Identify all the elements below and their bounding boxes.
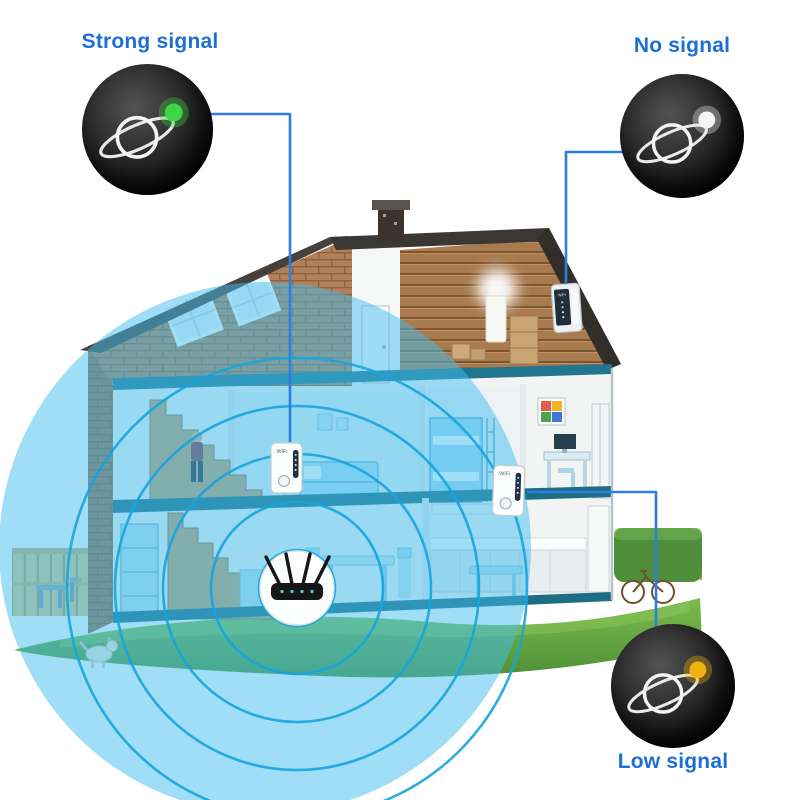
right-hedge bbox=[614, 528, 702, 582]
wifi-router bbox=[259, 550, 335, 626]
signal-ring bbox=[209, 500, 385, 676]
signal-ring bbox=[113, 404, 481, 772]
repeater-brand-text: WiFi bbox=[558, 292, 566, 298]
wifi-repeater-1: WiFi bbox=[270, 442, 303, 494]
no-signal-indicator bbox=[620, 74, 744, 198]
wall-art bbox=[537, 397, 566, 426]
low-signal-indicator bbox=[611, 624, 735, 748]
wps-button bbox=[499, 497, 512, 510]
connector-lines bbox=[204, 112, 658, 642]
router-antennas bbox=[264, 552, 331, 587]
bicycle bbox=[621, 570, 675, 604]
storage-box bbox=[451, 343, 471, 360]
no-signal-label: No signal bbox=[633, 34, 731, 57]
connector-strong-signal bbox=[204, 112, 292, 442]
study-desk bbox=[543, 434, 591, 496]
chimney bbox=[372, 200, 410, 242]
status-dot bbox=[689, 661, 707, 679]
wifi-repeater-3: WiFi bbox=[550, 282, 583, 334]
wps-button bbox=[277, 474, 291, 488]
storage-box bbox=[470, 348, 486, 361]
strong-signal-label: Strong signal bbox=[81, 30, 219, 53]
attic-lamp bbox=[485, 295, 507, 343]
signal-ring bbox=[65, 356, 529, 800]
repeater-brand-text: WiFi bbox=[277, 449, 288, 455]
attic-cabinet-shelves bbox=[510, 331, 538, 349]
connector-low-signal bbox=[527, 490, 658, 642]
coverage-circle bbox=[0, 282, 531, 800]
wardrobe bbox=[591, 403, 610, 499]
saturn-icon bbox=[636, 123, 708, 164]
attic-cabinet bbox=[509, 315, 539, 365]
room-divider bbox=[520, 384, 526, 498]
low-signal-label: Low signal bbox=[617, 750, 729, 773]
saturn-icon bbox=[99, 115, 175, 159]
repeater-brand-text: WiFi bbox=[499, 471, 510, 477]
saturn-icon bbox=[627, 673, 699, 714]
router-body bbox=[271, 583, 323, 600]
wifi-repeater-2: WiFi bbox=[491, 464, 526, 517]
status-dot bbox=[164, 103, 183, 122]
connector-no-signal bbox=[564, 150, 628, 284]
status-dot bbox=[698, 111, 716, 129]
signal-ring bbox=[257, 548, 337, 628]
strong-signal-indicator bbox=[82, 64, 213, 195]
